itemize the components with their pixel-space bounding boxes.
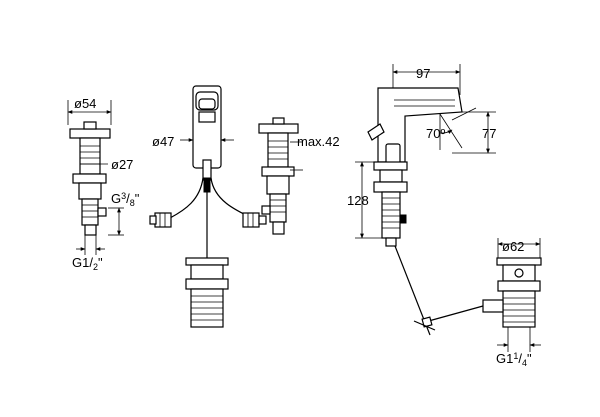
left-valve-drawing: ø54 ø27 G3/8" G1/2" [67,96,140,272]
reach-label: 97 [416,66,430,81]
valve-dia-label: ø54 [74,96,96,111]
max-thickness-label: max.42 [297,134,340,149]
thread-left-label: G3/8" [111,191,140,208]
thread-left-sup: 3 [121,191,126,201]
thread-bottom-label: G1/2" [72,255,103,272]
thread-bottom-sub: 2 [93,262,98,272]
spout-dia-label: ø47 [152,134,174,149]
waste-thread-sup: 1 [513,351,518,361]
angle-label: 70º [426,126,445,141]
waste-thread-sub: 4 [522,358,527,368]
center-assembly-drawing: ø47 max.42 [149,85,340,328]
stem-dia-label: ø27 [111,157,133,172]
waste-thread-label: G11/4" [496,351,532,368]
thread-left-sub: 8 [130,198,135,208]
waste-dia-label: ø62 [502,239,524,254]
side-view-drawing: 97 70º 77 128 ø62 G11/4" [347,64,542,368]
body-height-label: 128 [347,193,369,208]
spout-height-label: 77 [482,126,496,141]
